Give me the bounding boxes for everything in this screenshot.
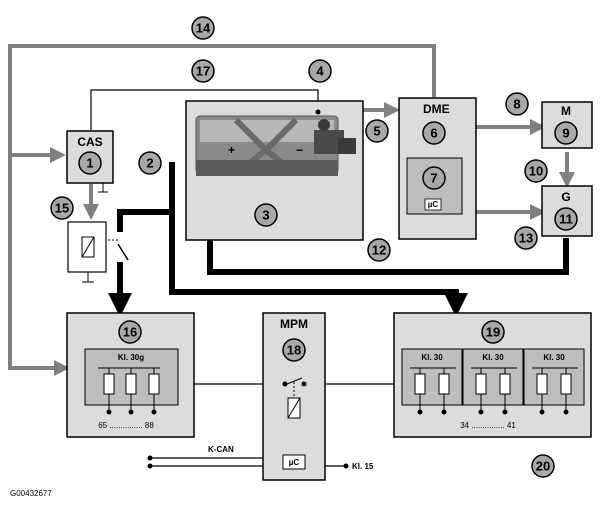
svg-text:15: 15 — [55, 201, 69, 216]
image-id-label: G00432677 — [10, 489, 52, 498]
range-right-label: 34 ............... 41 — [460, 421, 516, 430]
svg-text:14: 14 — [196, 21, 211, 36]
callout-7: 7 — [422, 166, 446, 190]
svg-text:20: 20 — [536, 459, 550, 474]
callout-8: 8 — [505, 92, 529, 116]
mpm-label: MPM — [280, 317, 308, 331]
svg-text:17: 17 — [196, 64, 210, 79]
kl30-c-label: Kl. 30 — [543, 353, 565, 362]
svg-text:9: 9 — [562, 126, 569, 141]
callout-3: 3 — [254, 203, 278, 227]
fuse-row-left — [98, 367, 160, 415]
battery-plus: + — [228, 143, 235, 157]
cas-label: CAS — [77, 135, 102, 149]
callout-18: 18 — [282, 338, 306, 362]
m-label: M — [561, 104, 571, 118]
callout-14: 14 — [191, 16, 215, 40]
callout-5: 5 — [365, 119, 389, 143]
battery-icon — [195, 115, 356, 177]
svg-text:18: 18 — [287, 343, 301, 358]
svg-text:19: 19 — [486, 325, 500, 340]
callout-19: 19 — [481, 320, 505, 344]
mpm-relay-icon — [282, 377, 307, 419]
wire-to-19 — [169, 162, 468, 317]
mpm-uc-label: µC — [289, 458, 300, 467]
callout-2: 2 — [138, 151, 162, 175]
svg-text:7: 7 — [430, 171, 437, 186]
callout-11: 11 — [554, 207, 578, 231]
svg-text:5: 5 — [373, 124, 380, 139]
svg-text:8: 8 — [513, 97, 520, 112]
kl30-a-label: Kl. 30 — [421, 353, 443, 362]
mpm-micro-box — [282, 454, 306, 470]
kl30-b-label: Kl. 30 — [482, 353, 504, 362]
svg-text:13: 13 — [519, 231, 533, 246]
callout-9: 9 — [554, 121, 578, 145]
line-14 — [8, 44, 436, 376]
callout-12: 12 — [367, 238, 391, 262]
svg-text:16: 16 — [123, 325, 137, 340]
g-label: G — [561, 190, 570, 204]
battery-minus: − — [296, 143, 303, 157]
callout-6: 6 — [422, 121, 446, 145]
callout-1: 1 — [78, 151, 102, 175]
callout-17: 17 — [191, 59, 215, 83]
callout-13: 13 — [514, 226, 538, 250]
callout-16: 16 — [118, 320, 142, 344]
svg-text:6: 6 — [430, 126, 437, 141]
svg-text:1: 1 — [86, 156, 93, 171]
callout-10: 10 — [524, 159, 548, 183]
range-left-label: 65 ............... 88 — [98, 421, 154, 430]
relay-switch-contact — [117, 243, 129, 261]
kl15-label: Kl. 15 — [352, 462, 374, 471]
kl30-groups — [401, 348, 585, 406]
wire-to-switch — [117, 209, 172, 232]
k-can-lines — [147, 455, 263, 469]
callout-20: 20 — [531, 454, 555, 478]
svg-text:4: 4 — [316, 64, 324, 79]
callout-4: 4 — [308, 59, 332, 83]
kcan-label: K-CAN — [208, 445, 234, 454]
dme-uc-label: µC — [428, 200, 439, 209]
svg-text:10: 10 — [529, 164, 543, 179]
svg-text:12: 12 — [372, 243, 386, 258]
callouts: 1 2 3 4 5 6 7 8 9 10 11 12 13 14 15 16 1… — [50, 16, 578, 478]
svg-text:11: 11 — [559, 212, 573, 227]
callout-15: 15 — [50, 196, 74, 220]
dme-label: DME — [423, 102, 450, 116]
fuse-row-right — [410, 367, 578, 415]
gray-signal-lines — [8, 44, 575, 376]
svg-text:2: 2 — [146, 156, 153, 171]
kl30g-label: Kl. 30g — [118, 353, 144, 362]
svg-text:3: 3 — [262, 208, 269, 223]
